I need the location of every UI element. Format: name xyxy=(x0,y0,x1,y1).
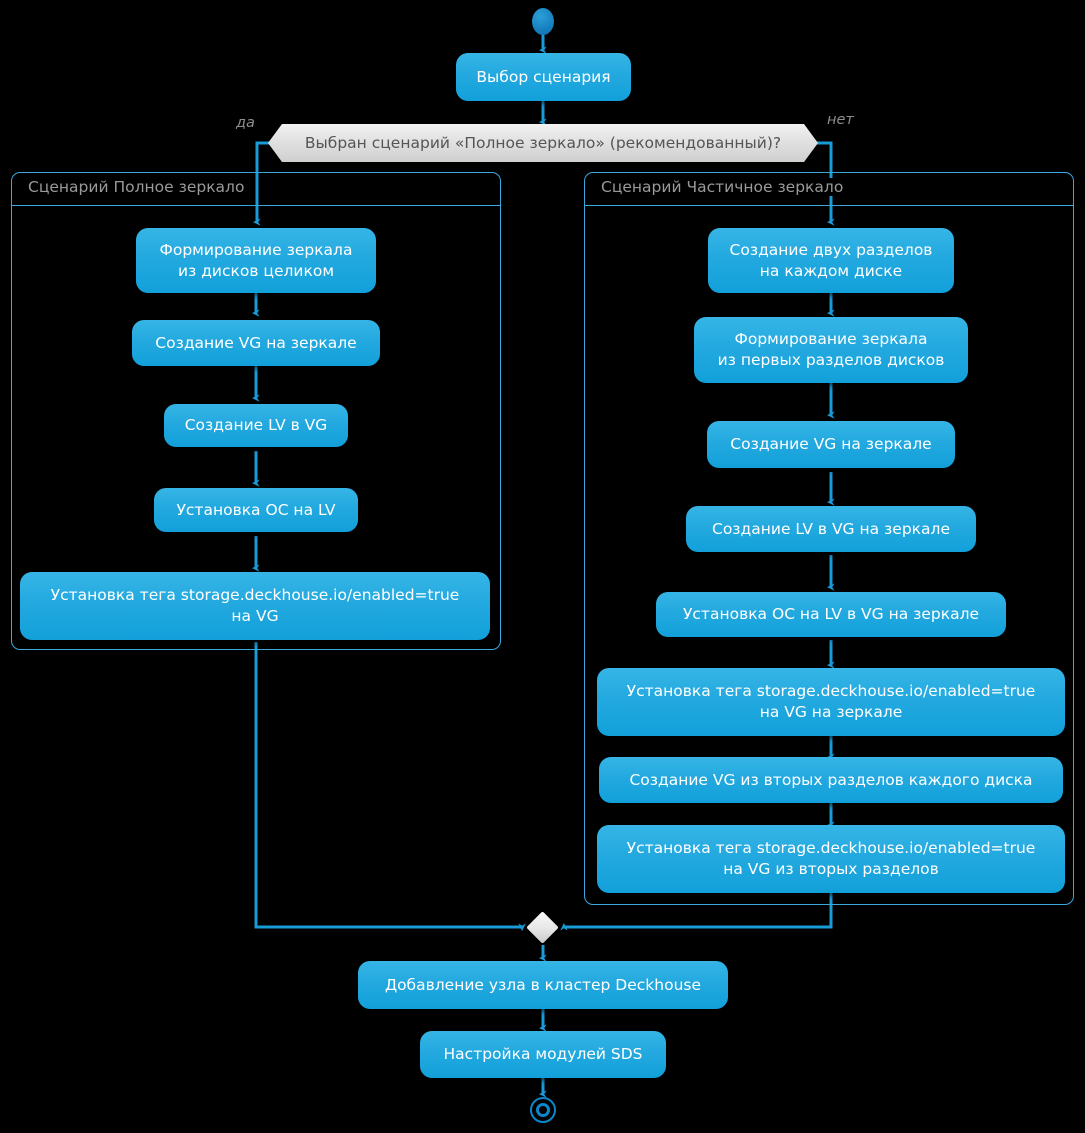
activity-select-scenario[interactable]: Выбор сценария xyxy=(456,53,631,101)
activity-add-node-to-cluster[interactable]: Добавление узла в кластер Deckhouse xyxy=(358,961,728,1009)
activity-install-os-on-lv-in-vg-on-mirror[interactable]: Установка ОС на LV в VG на зеркале xyxy=(656,592,1006,637)
activity-set-tag-on-vg-on-mirror[interactable]: Установка тега storage.deckhouse.io/enab… xyxy=(597,668,1065,736)
partition-partial-mirror xyxy=(584,172,1074,905)
partition-full-mirror-title-rule xyxy=(12,205,500,207)
start-node xyxy=(532,8,554,35)
activity-create-lv-in-vg-on-mirror[interactable]: Создание LV в VG на зеркале xyxy=(686,506,976,552)
activity-set-tag-on-vg[interactable]: Установка тега storage.deckhouse.io/enab… xyxy=(20,572,490,640)
decision-full-mirror-selected[interactable]: Выбран сценарий «Полное зеркало» (рекоме… xyxy=(268,124,818,162)
activity-create-two-partitions[interactable]: Создание двух разделов на каждом диске xyxy=(708,228,954,293)
branch-label-yes: да xyxy=(236,115,255,131)
activity-create-vg-from-second-partitions[interactable]: Создание VG из вторых разделов каждого д… xyxy=(599,757,1063,803)
activity-set-tag-on-vg-second-partitions[interactable]: Установка тега storage.deckhouse.io/enab… xyxy=(597,825,1065,893)
partition-partial-mirror-title-rule xyxy=(585,205,1073,207)
activity-form-mirror-first-partitions[interactable]: Формирование зеркала из первых разделов … xyxy=(694,317,968,383)
activity-form-mirror-whole-disks[interactable]: Формирование зеркала из дисков целиком xyxy=(136,228,376,293)
activity-install-os-on-lv[interactable]: Установка ОС на LV xyxy=(154,488,358,532)
partition-full-mirror-title: Сценарий Полное зеркало xyxy=(24,178,249,196)
partition-partial-mirror-title: Сценарий Частичное зеркало xyxy=(597,178,848,196)
end-node-inner xyxy=(536,1103,550,1117)
activity-create-lv-in-vg[interactable]: Создание LV в VG xyxy=(164,404,348,447)
branch-label-no: нет xyxy=(827,112,854,128)
activity-create-vg-on-mirror-right[interactable]: Создание VG на зеркале xyxy=(707,421,955,468)
partition-full-mirror xyxy=(11,172,501,650)
end-node xyxy=(530,1097,556,1123)
merge-diamond xyxy=(526,911,559,944)
activity-create-vg-on-mirror-left[interactable]: Создание VG на зеркале xyxy=(132,320,380,366)
activity-configure-sds-modules[interactable]: Настройка модулей SDS xyxy=(420,1031,666,1078)
